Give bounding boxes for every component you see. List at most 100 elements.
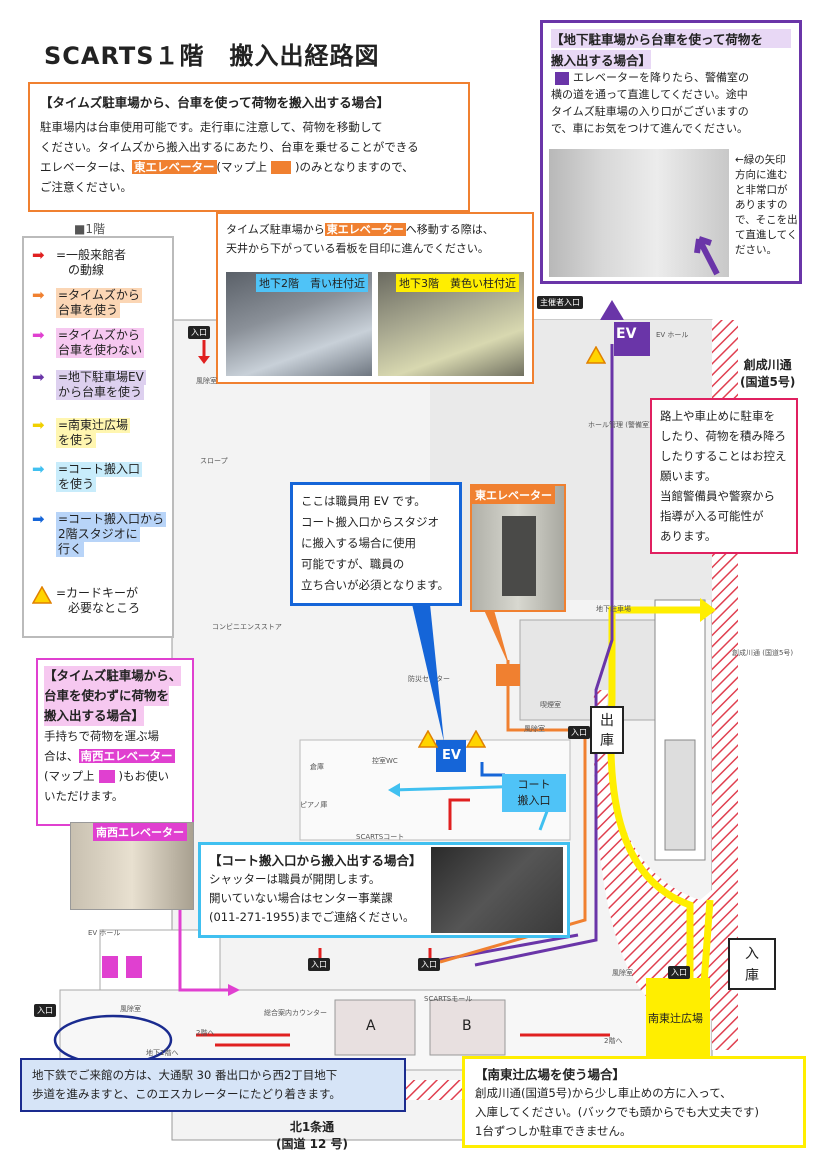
court-photo (431, 847, 563, 933)
cyan-arrow-icon: ➡ (32, 460, 45, 478)
court-entrance-sign: コート 搬入口 (502, 774, 566, 812)
b3-photo-caption: 地下3階 黄色い柱付近 (396, 274, 519, 292)
warning-line6: 指導が入る可能性が (660, 509, 764, 523)
staff-ev-line5: 立ち合いが必須となります。 (301, 578, 450, 592)
to-2f-label-1: 2階へ (196, 1029, 215, 1037)
b2-photo: 地下2階 青い柱付近 (226, 272, 372, 376)
road-north-2: (国道 12 号) (276, 1137, 349, 1151)
red-arrow-icon: ➡ (32, 246, 45, 264)
warning-line4: 願います。 (660, 469, 717, 483)
legend-times-nocart-1: =タイムズから (56, 328, 145, 343)
court-line1: シャッターは職員が開閉します。 (209, 872, 381, 886)
times-cart-line3b: (マップ上 (216, 160, 268, 174)
times-route-box: タイムズ駐車場から東エレベーターへ移動する際は、 天井から下がっている看板を目印… (216, 212, 534, 384)
side-note-4: ありますの (735, 199, 788, 211)
side-note-2: 方向に進む (735, 169, 788, 181)
court-line3: (011-271-1955)までご連絡ください。 (209, 910, 415, 924)
scarts-mall-label: SCARTSモール (424, 995, 473, 1003)
entrance-south-1: 入口 (308, 958, 330, 971)
road-east-label: 創成川通 (国道5号) (740, 356, 795, 390)
warning-line3: したりすることはお控え (660, 449, 787, 463)
times-cart-line1: 駐車場内は台車使用可能です。走行車に注意して、荷物を移動して (40, 120, 383, 134)
court-entrance-2: 搬入口 (517, 794, 551, 807)
legend-court-1: =コート搬入口 (56, 462, 143, 477)
windbreak-label-3: 風除室 (612, 969, 633, 977)
orange-arrow-icon: ➡ (32, 286, 45, 304)
entrance-se: 入口 (668, 966, 690, 979)
legend-times-cart-2: 台車を使う (56, 303, 121, 318)
legend-times-nocart-2: 台車を使わない (56, 343, 145, 358)
times-route-line1b: へ移動する際は、 (405, 223, 494, 236)
southwest-ev-highlight: 南西エレベーター (78, 749, 175, 763)
staff-ev-line1: ここは職員用 EV です。 (301, 494, 426, 508)
underground-heading-1: 【地下駐車場から台車を使って荷物を (551, 29, 791, 48)
staff-wc-label: 控室WC (372, 757, 398, 765)
times-cart-line3c: )のみとなりますので、 (295, 160, 414, 174)
top-ev-label: EV (616, 326, 637, 342)
card-key-triangle-ev-left-icon (417, 729, 439, 752)
nocart-heading-1: 【タイムズ駐車場から、 (44, 666, 182, 686)
legend-general-1: =一般来館者 (56, 248, 127, 262)
times-cart-box: 【タイムズ駐車場から、台車を使って荷物を搬入出する場合】 駐車場内は台車使用可能… (28, 82, 470, 212)
subway-line2: 歩道を進みますと、このエスカレーターにたどり着きます。 (32, 1087, 341, 1101)
southeast-line2: 入庫してください。(バックでも頭からでも大丈夫です) (475, 1105, 759, 1119)
hall-office-label: ホール管理 (警備室) (588, 421, 652, 429)
road-north-1: 北1条通 (289, 1120, 335, 1134)
legend-court-studio-2: 2階スタジオに (56, 527, 140, 542)
legend-card-1: =カードキーが (56, 586, 139, 600)
legend-court-studio-3: 行く (56, 542, 85, 557)
east-ev-highlight: 東エレベーター (132, 160, 217, 174)
card-key-triangle-top-icon (585, 345, 607, 368)
southeast-heading: 【南東辻広場を使う場合】 (475, 1067, 626, 1082)
staff-ev-line3: に搬入する場合に使用 (301, 536, 416, 550)
side-note-5: で、そこを出 (735, 214, 798, 226)
ev-hall-label: EV ホール (656, 331, 689, 339)
legend-times-cart-1: =タイムズから (56, 288, 142, 303)
southeast-line3: 1台ずつしか駐車できません。 (475, 1124, 632, 1138)
parking-warning-box: 路上や車止めに駐車を したり、荷物を積み降ろ したりすることはお控え 願います。… (650, 398, 798, 554)
convenience-label: コンビニエンスストア (212, 623, 282, 631)
piano-label: ピアノ庫 (300, 801, 328, 809)
enter-label-2: 庫 (745, 968, 759, 984)
underground-line4: で、車にお気をつけて進んでください。 (551, 122, 749, 135)
side-note-3: と非常口が (735, 184, 788, 196)
info-counter-label: 総合案内カウンター (264, 1009, 327, 1017)
times-nocart-box: 【タイムズ駐車場から、 台車を使わずに荷物を 搬入出する場合】 手持ちで荷物を運… (36, 658, 194, 826)
side-note-1: ←緑の矢印 (735, 154, 786, 166)
legend: ➡=一般来館者の動線 ➡=タイムズから台車を使う ➡=タイムズから台車を使わない… (22, 236, 174, 638)
windbreak-label: 風除室 (196, 377, 217, 385)
b3-photo: 地下3階 黄色い柱付近 (378, 272, 524, 376)
elevator-door (502, 516, 536, 596)
windbreak-label-2: 風除室 (524, 725, 545, 733)
page-title: SCARTS１階 搬入出経路図 (44, 42, 380, 70)
underground-cart-box: 【地下駐車場から台車を使って荷物を 搬入出する場合】 エレベーターを降りたら、警… (540, 20, 802, 284)
purple-arrow-icon: ➡ (32, 368, 45, 386)
smoking-label: 喫煙室 (540, 701, 561, 709)
road-east-2: (国道5号) (740, 375, 796, 389)
purple-swatch-icon (555, 71, 569, 85)
entrance-nw: 入口 (188, 326, 210, 339)
road-north-label: 北1条通 (国道 12 号) (276, 1118, 348, 1152)
staff-ev-box: ここは職員用 EV です。 コート搬入口からスタジオ に搬入する場合に使用 可能… (290, 482, 462, 606)
times-route-line2: 天井から下がっている看板を目印に進んでください。 (226, 242, 489, 255)
staff-ev-line2: コート搬入口からスタジオ (301, 515, 439, 529)
underground-line1: エレベーターを降りたら、警備室の (573, 71, 749, 84)
windbreak-label-4: 風除室 (120, 1005, 141, 1013)
legend-southeast-1: =南東辻広場 (56, 418, 131, 433)
floor-label: ■1階 (74, 222, 105, 236)
legend-underground-2: から台車を使う (56, 385, 145, 400)
to-2f-label-2: 2階へ (604, 1037, 623, 1045)
nocart-line2a: 合は、 (44, 749, 79, 763)
warning-line1: 路上や車止めに駐車を (660, 409, 775, 423)
blue-arrow-icon: ➡ (32, 510, 45, 528)
nocart-heading-3: 搬入出する場合】 (44, 706, 145, 726)
room-a: A (366, 1018, 376, 1034)
court-box: 【コート搬入口から搬入出する場合】 シャッターは職員が開閉します。 開いていない… (198, 842, 570, 938)
slope-label: スロープ (200, 457, 228, 465)
side-note-7: ださい。 (735, 244, 777, 256)
staff-ev-line4: 可能ですが、職員の (301, 557, 405, 571)
enter-label-1: 入 (745, 946, 759, 962)
times-cart-line2: ください。タイムズから搬入出するにあたり、台車を乗せることができる (40, 140, 419, 154)
southeast-box: 【南東辻広場を使う場合】 創成川通(国道5号)から少し車止めの方に入って、 入庫… (462, 1056, 806, 1148)
scarts-court-label: SCARTSコート (356, 833, 405, 841)
